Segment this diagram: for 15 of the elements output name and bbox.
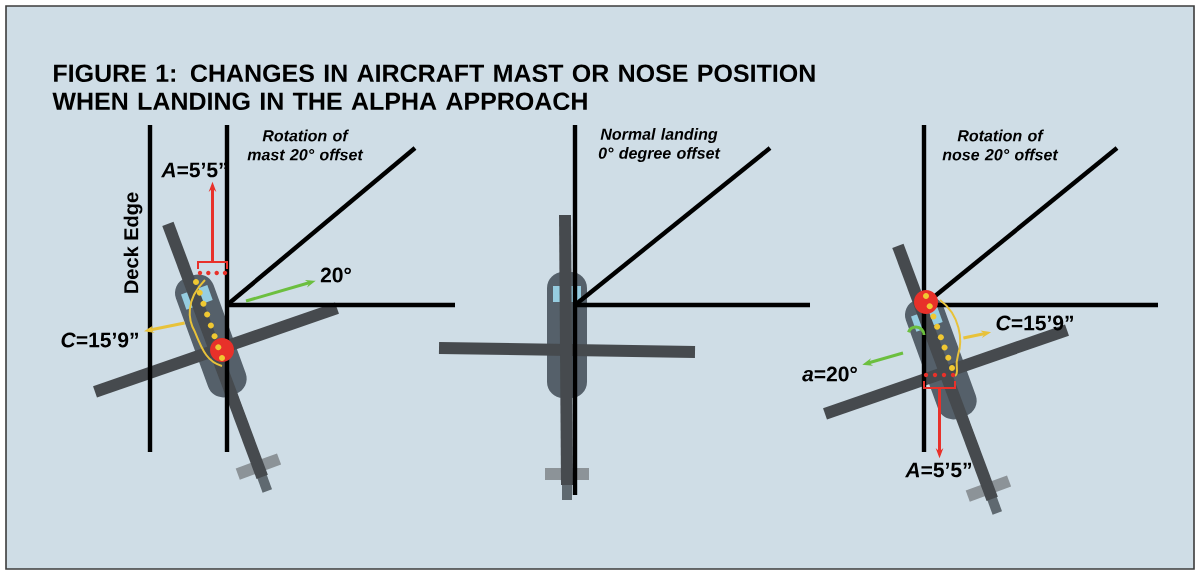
dimension-label: C=15’9”	[996, 315, 1073, 331]
panel-caption: Rotation of mast 20° offset	[247, 129, 364, 161]
panel-caption: Normal landing 0° degree offset	[598, 128, 721, 162]
dimension-label: 20°	[320, 267, 351, 283]
dimension-label: C=15’9”	[61, 332, 138, 348]
dimension-label: A=5’5”	[905, 462, 971, 478]
title: FIGURE 1: CHANGES IN AIRCRAFT MAST OR NOSE POSITION WHEN LANDING IN THE ALPHA APPROACH	[52, 64, 815, 111]
outline-curve	[939, 299, 962, 377]
axis-label: Deck Edge	[123, 192, 143, 293]
bracket	[923, 372, 956, 389]
outline-curve	[188, 279, 223, 367]
panel-caption: Rotation of nose 20° offset	[942, 129, 1059, 161]
dimension-label: a=20°	[802, 366, 857, 382]
bracket	[197, 261, 228, 276]
dimension-label: A=5’5”	[161, 162, 227, 178]
